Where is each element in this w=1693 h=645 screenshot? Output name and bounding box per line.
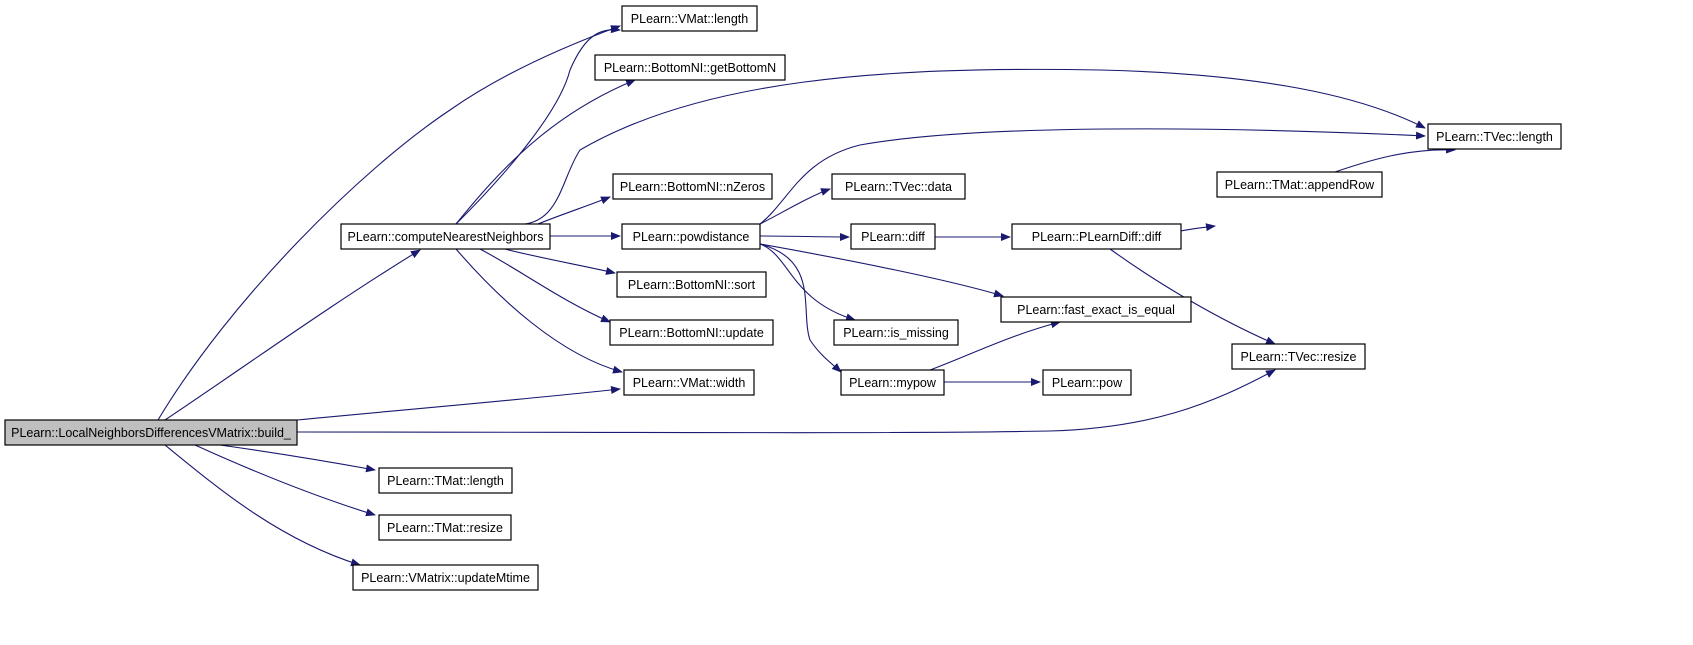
edge-cnn-to-vmat-width: [455, 248, 623, 374]
node-box: [1042, 369, 1132, 396]
edge-powdistance-to-fast-equal: [759, 243, 1004, 298]
node-label: PLearn::computeNearestNeighbors: [348, 230, 544, 244]
node-label: PLearn::VMatrix::updateMtime: [361, 571, 530, 585]
node-update[interactable]: PLearn::BottomNI::update: [609, 319, 774, 346]
node-tvec-resize[interactable]: PLearn::TVec::resize: [1231, 343, 1366, 370]
edge-build-to-tmat-resize: [194, 444, 376, 517]
node-updateMtime[interactable]: PLearn::VMatrix::updateMtime: [352, 564, 539, 591]
node-vmat-length[interactable]: PLearn::VMat::length: [621, 5, 758, 32]
node-box: [621, 223, 761, 250]
edge-cnn-to-update: [479, 248, 611, 323]
node-label: PLearn::VMat::width: [633, 376, 746, 390]
node-nZeros[interactable]: PLearn::BottomNI::nZeros: [612, 173, 773, 200]
node-label: PLearn::TMat::length: [387, 474, 504, 488]
edge-plearndiff-to-appendRow: [1180, 223, 1216, 232]
node-label: PLearn::BottomNI::nZeros: [620, 180, 765, 194]
node-box: [609, 319, 774, 346]
node-box: [623, 369, 755, 396]
node-powdistance[interactable]: PLearn::powdistance: [621, 223, 761, 250]
node-label: PLearn::BottomNI::getBottomN: [604, 61, 776, 75]
edges-layer: [157, 25, 1456, 567]
node-label: PLearn::mypow: [849, 376, 937, 390]
edge-powdistance-to-is-missing: [759, 243, 856, 322]
edge-build-to-updateMtime: [164, 444, 361, 567]
node-appendRow[interactable]: PLearn::TMat::appendRow: [1216, 171, 1383, 198]
edge-appendRow-to-tvec-length: [1334, 145, 1456, 173]
node-box: [612, 173, 773, 200]
edge-cnn-to-tvec-length: [509, 68, 1426, 225]
node-mypow[interactable]: PLearn::mypow: [840, 369, 945, 396]
edge-cnn-to-sort: [504, 248, 616, 275]
edge-cnn-to-vmat-length: [455, 25, 621, 225]
node-label: PLearn::pow: [1052, 376, 1123, 390]
edge-build-to-tmat-length: [219, 444, 376, 473]
nodes-layer: PLearn::LocalNeighborsDifferencesVMatrix…: [4, 5, 1562, 591]
edge-build-to-vmat-length: [157, 25, 621, 421]
edge-powdistance-to-diff: [759, 232, 850, 241]
node-box: [1011, 223, 1182, 250]
edge-mypow-to-fast-equal: [929, 320, 1061, 371]
node-fast-equal[interactable]: PLearn::fast_exact_is_equal: [1000, 296, 1192, 323]
node-is-missing[interactable]: PLearn::is_missing: [833, 319, 959, 346]
edge-cnn-to-nZeros: [537, 196, 611, 225]
node-box: [4, 419, 298, 446]
node-label: PLearn::TMat::resize: [387, 521, 503, 535]
node-label: PLearn::TVec::length: [1436, 130, 1553, 144]
node-label: PLearn::PLearnDiff::diff: [1032, 230, 1162, 244]
node-label: PLearn::TMat::appendRow: [1225, 178, 1375, 192]
node-box: [594, 54, 786, 81]
node-box: [621, 5, 758, 32]
node-box: [616, 271, 767, 298]
node-box: [1231, 343, 1366, 370]
edge-powdistance-to-tvec-data: [759, 188, 831, 225]
node-build[interactable]: PLearn::LocalNeighborsDifferencesVMatrix…: [4, 419, 298, 446]
node-diff[interactable]: PLearn::diff: [850, 223, 936, 250]
edge-build-to-cnn: [164, 249, 421, 421]
edge-build-to-tvec-resize: [296, 369, 1276, 434]
node-tmat-length[interactable]: PLearn::TMat::length: [378, 467, 513, 494]
node-label: PLearn::is_missing: [843, 326, 949, 340]
node-box: [840, 369, 945, 396]
node-tvec-length[interactable]: PLearn::TVec::length: [1427, 123, 1562, 150]
node-box: [1216, 171, 1383, 198]
node-box: [850, 223, 936, 250]
node-label: PLearn::VMat::length: [631, 12, 748, 26]
node-tmat-resize[interactable]: PLearn::TMat::resize: [378, 514, 512, 541]
node-box: [833, 319, 959, 346]
node-box: [340, 223, 551, 250]
edge-cnn-to-getBottomN: [455, 79, 636, 225]
node-label: PLearn::TVec::data: [845, 180, 952, 194]
node-label: PLearn::fast_exact_is_equal: [1017, 303, 1175, 317]
node-tvec-data[interactable]: PLearn::TVec::data: [831, 173, 966, 200]
node-label: PLearn::LocalNeighborsDifferencesVMatrix…: [11, 426, 292, 440]
node-box: [831, 173, 966, 200]
node-box: [1427, 123, 1562, 150]
node-plearndiff[interactable]: PLearn::PLearnDiff::diff: [1011, 223, 1182, 250]
node-box: [352, 564, 539, 591]
node-cnn[interactable]: PLearn::computeNearestNeighbors: [340, 223, 551, 250]
node-box: [378, 467, 513, 494]
node-label: PLearn::TVec::resize: [1240, 350, 1356, 364]
node-box: [378, 514, 512, 541]
node-box: [1000, 296, 1192, 323]
node-label: PLearn::powdistance: [633, 230, 750, 244]
edge-build-to-vmat-width: [296, 386, 621, 421]
edge-powdistance-to-tvec-length: [759, 128, 1426, 225]
node-getBottomN[interactable]: PLearn::BottomNI::getBottomN: [594, 54, 786, 81]
node-vmat-width[interactable]: PLearn::VMat::width: [623, 369, 755, 396]
node-label: PLearn::BottomNI::update: [619, 326, 764, 340]
node-label: PLearn::diff: [861, 230, 925, 244]
node-label: PLearn::BottomNI::sort: [628, 278, 756, 292]
edge-powdistance-to-mypow: [759, 243, 842, 373]
node-sort[interactable]: PLearn::BottomNI::sort: [616, 271, 767, 298]
node-pow[interactable]: PLearn::pow: [1042, 369, 1132, 396]
